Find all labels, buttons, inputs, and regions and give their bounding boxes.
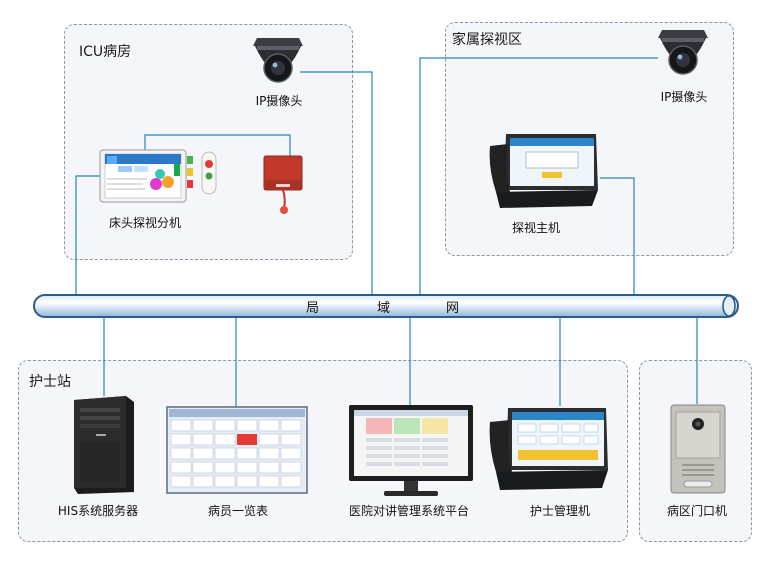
bedside-terminal-icon	[99, 149, 217, 203]
intercom-platform-label: 医院对讲管理系统平台	[348, 504, 469, 518]
icu-ward-title: ICU病房	[79, 44, 132, 60]
sos-alarm-icon	[263, 155, 303, 214]
lan-label-1: 局	[306, 301, 320, 316]
family-visit-title: 家属探视区	[452, 32, 522, 48]
wire-family-camera	[419, 57, 658, 296]
wire-visit-host	[600, 177, 635, 296]
monitor-icon	[349, 405, 473, 496]
ward-door-label: 病区门口机	[666, 504, 727, 518]
icu-ward-zone: ICU病房	[64, 24, 353, 260]
his-server-label: HIS系统服务器	[57, 504, 139, 518]
wire-icu-camera	[300, 71, 373, 296]
bedside-terminal-label: 床头探视分机	[108, 216, 181, 230]
dome-camera-icon	[658, 30, 708, 75]
patient-board-label: 病员一览表	[207, 504, 268, 518]
wire-bedside-terminal	[75, 175, 106, 296]
nurse-host-icon	[489, 408, 608, 490]
lan-label-3: 网	[446, 301, 460, 316]
visit-host-icon	[489, 134, 598, 208]
patient-board-icon	[166, 406, 308, 494]
visit-host-label: 探视主机	[511, 221, 560, 235]
nurse-host-label: 护士管理机	[529, 504, 590, 518]
nurse-station-title: 护士站	[29, 374, 71, 390]
lan-bus	[33, 294, 739, 318]
server-tower-icon	[74, 396, 134, 494]
lan-label-2: 域	[377, 301, 391, 316]
wire-bedside-bus	[144, 134, 291, 156]
icu-camera-label: IP摄像头	[255, 94, 303, 108]
door-unit-icon	[670, 404, 726, 494]
family-camera-label: IP摄像头	[660, 90, 708, 104]
dome-camera-icon	[253, 38, 303, 83]
